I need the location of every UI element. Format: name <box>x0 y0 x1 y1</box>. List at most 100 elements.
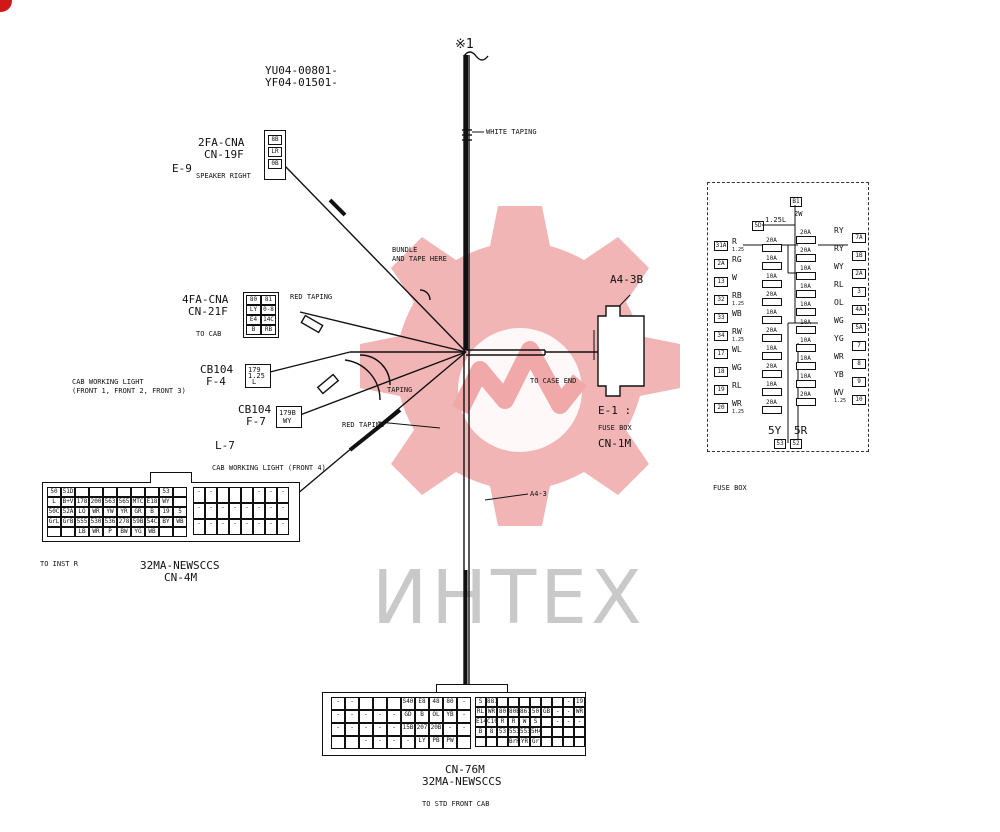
cn76m-pin: WR <box>574 707 585 717</box>
cb104-f7-pin: 179B <box>279 409 296 417</box>
fuse-box-plug <box>593 305 645 397</box>
fuse-wire-color: WL <box>732 345 742 354</box>
cn76m-pin: - <box>331 723 345 736</box>
a4-3b-label: A4-3B <box>610 273 644 286</box>
cn4m-pin: GrL <box>47 517 61 527</box>
note-mark: ※1 <box>455 37 474 52</box>
bundle-label-2: AND TAPE HERE <box>392 255 447 263</box>
fuse-wire-color: YG <box>834 334 844 343</box>
fuse-bottom-terminal: 52 <box>790 439 802 449</box>
cn76m-pin: 19 <box>574 697 585 707</box>
cn76m-pin <box>563 727 574 737</box>
cn76m-pin: 80 <box>497 707 508 717</box>
to-inst-r-label: TO INST R <box>40 560 78 568</box>
cn4m-pin: 19 <box>159 507 173 517</box>
cn76m-pin: - <box>345 710 359 723</box>
cn4m-pin: - <box>229 519 241 535</box>
cn4m-pin <box>173 527 187 537</box>
cn4m-pin: BW <box>117 527 131 537</box>
a4-3-label: A4-3 <box>530 490 547 498</box>
cn4m-pin: - <box>217 503 229 519</box>
cab-working-light-label-2: (FRONT 1, FRONT 2, FRONT 3) <box>72 387 186 395</box>
fuse-box-wiring <box>743 205 848 443</box>
cn4m-pin: 563 <box>103 497 117 507</box>
cn76m-pin <box>552 727 563 737</box>
cn76m-pin: 80B <box>508 707 520 717</box>
fuse-wire-color: OL <box>834 298 844 307</box>
cn4m-pin <box>241 487 253 503</box>
cn76m-pin: 207 <box>415 723 429 736</box>
cn4m-pin <box>47 527 61 537</box>
part-number-1: YU04-00801- <box>265 64 338 77</box>
cn4m-pin: 59B <box>131 517 145 527</box>
cn4m-pin: LB <box>75 527 89 537</box>
cn76m-pin <box>475 737 486 747</box>
cn4m-pin: - <box>205 503 217 519</box>
cn4m-pin: YW <box>103 507 117 517</box>
cn76m-pin <box>574 727 585 737</box>
cn76m-pin: - <box>373 723 387 736</box>
cn4m-pin: LO <box>75 507 89 517</box>
fuse-top-terminal: 5D <box>752 221 764 231</box>
fuse-rating: 20A <box>766 237 777 244</box>
cn76m-pin: - <box>563 697 574 707</box>
cn76m-pin: RL <box>475 707 486 717</box>
cb104-f4-name: CB104 <box>200 363 234 376</box>
cn4m-pin: 278 <box>117 517 131 527</box>
cn76m-pin <box>530 697 541 707</box>
fuse-wire-color: RL <box>732 381 742 390</box>
fuse-wire-color: WB <box>732 309 742 318</box>
cn76m-pin: - <box>331 697 345 710</box>
fuse-wire-color: WY <box>834 262 844 271</box>
cn76m-pin: - <box>552 717 563 727</box>
cn76m-pin: - <box>574 717 585 727</box>
cn76m-pin: 80 <box>443 697 457 710</box>
fuse-wire-color: RW <box>732 327 742 336</box>
cab-working-light-4-label: CAB WORKING LIGHT (FRONT 4) <box>212 464 326 472</box>
fuse-icon <box>762 316 782 324</box>
fuse-cn1m-ref: E-1 : <box>598 404 632 417</box>
cn76m-pin: WR <box>486 707 497 717</box>
cn76m-pin: PB <box>429 736 443 749</box>
fuse-icon <box>762 280 782 288</box>
cn76m-pin: 53 <box>497 727 508 737</box>
fuse-terminal: 1B <box>852 251 866 261</box>
fuse-terminal: 9 <box>852 377 866 387</box>
fuse-terminal: 5A <box>852 323 866 333</box>
cb104-f4-connector: 179 1.25 L <box>245 364 271 388</box>
cn4m-pin: - <box>193 487 205 503</box>
fuse-rating: 10A <box>766 381 777 388</box>
fuse-rating: 10A <box>766 345 777 352</box>
fuse-rating: 10A <box>800 355 811 362</box>
fuse-wire-color: WG <box>732 363 742 372</box>
cn4m-pin: 54C <box>145 517 159 527</box>
fuse-icon <box>796 326 816 334</box>
fuse-terminal: 18 <box>714 367 728 377</box>
cb104-f7-connector: 179B WY <box>276 406 302 428</box>
cn4m-pin: - <box>277 487 289 503</box>
cn76m-pin: - <box>359 710 373 723</box>
cn76m-pin: R <box>497 717 508 727</box>
cn21-pin: E4 <box>246 315 261 325</box>
cn76m-pin: - <box>387 736 401 749</box>
fuse-terminal: 33 <box>714 313 728 323</box>
cn76m-pin: - <box>457 723 471 736</box>
cn4m-pin: - <box>253 519 265 535</box>
fuse-rating: 10A <box>800 265 811 272</box>
cn4m-pin: YG <box>131 527 145 537</box>
cn4m-pin: YR <box>117 507 131 517</box>
cn76m-pin: - <box>401 736 415 749</box>
fuse-top-terminal: B1 <box>790 197 802 207</box>
fuse-terminal: 32 <box>714 295 728 305</box>
cn76m-pin: - <box>345 697 359 710</box>
cn4m-pin: - <box>265 519 277 535</box>
cn4m-pin: B+V <box>61 497 75 507</box>
cn76m-pin <box>345 736 359 749</box>
cn21-connector: 80 81 LY 0-8 E4 14C B RB <box>243 292 279 338</box>
cn4m-pin: B <box>145 507 159 517</box>
cn76m-pin: GB <box>541 707 552 717</box>
cn76m-pin: - <box>457 697 471 710</box>
fuse-terminal: 7A <box>852 233 866 243</box>
